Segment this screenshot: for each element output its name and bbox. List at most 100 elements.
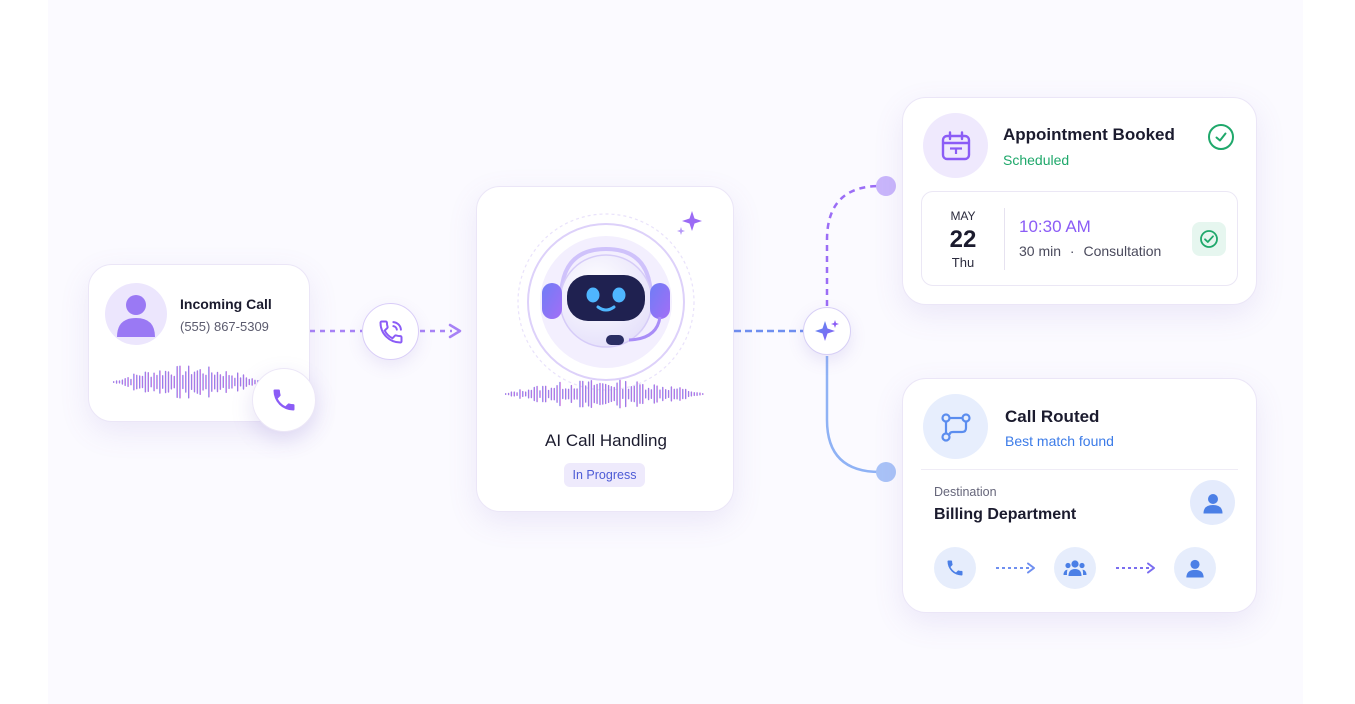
waveform-bar <box>510 391 513 397</box>
waveform-bar <box>539 390 541 398</box>
waveform-bar <box>542 385 544 403</box>
connector-branch-to-routed <box>825 356 881 474</box>
waveform-bar <box>579 380 581 408</box>
waveform-bar <box>687 390 690 398</box>
calendar-badge <box>923 113 988 178</box>
waveform-bar <box>196 370 199 394</box>
waveform-bar <box>576 388 578 400</box>
waveform-bar <box>642 383 644 405</box>
appointment-time: 10:30 AM <box>1019 217 1091 236</box>
node-routed <box>876 462 896 482</box>
user-icon <box>1203 493 1222 513</box>
waveform-bar <box>622 388 624 400</box>
waveform-bar <box>607 384 610 404</box>
waveform-bar <box>553 387 555 401</box>
waveform-bar <box>231 375 233 389</box>
caller-avatar <box>105 283 167 345</box>
waveform-bar <box>702 393 704 395</box>
waveform-bar <box>225 371 227 393</box>
waveform-bar <box>214 374 216 390</box>
waveform-bar <box>565 388 567 400</box>
phone-icon <box>947 560 963 576</box>
waveform-bar <box>670 386 673 402</box>
appointment-day: 22 <box>949 226 977 253</box>
waveform-bar <box>665 389 667 400</box>
waveform-bar <box>193 371 196 393</box>
waveform-bar <box>610 386 613 403</box>
route-step-phone <box>934 547 976 589</box>
waveform-bar <box>222 375 224 388</box>
waveform-bar <box>239 377 242 387</box>
call-transfer-node <box>362 303 419 360</box>
waveform-bar <box>679 387 681 401</box>
waveform-bar <box>527 389 530 399</box>
appointment-confirmed-icon <box>1208 124 1234 150</box>
waveform-bar <box>118 380 121 384</box>
waveform-bar <box>690 391 693 397</box>
waveform-bar <box>139 375 141 389</box>
route-badge <box>923 394 988 459</box>
waveform-bar <box>685 388 687 400</box>
waveform-bar <box>573 388 575 400</box>
waveform-bar <box>599 382 601 406</box>
decision-node <box>803 307 851 355</box>
user-icon <box>117 295 155 337</box>
caller-number: (555) 867-5309 <box>180 319 269 334</box>
appointment-meta: 30 min · Consultation <box>1019 243 1161 259</box>
ai-waveform <box>505 379 704 409</box>
waveform-bar <box>559 381 561 407</box>
route-step-team <box>1054 547 1096 589</box>
destination-label: Destination <box>934 485 997 499</box>
waveform-bar <box>536 385 538 403</box>
waveform-bar <box>211 372 213 392</box>
waveform-bar <box>182 374 184 390</box>
waveform-bar <box>516 392 518 396</box>
appointment-details-box: MAY 22 Thu 10:30 AM 30 min · Consultatio… <box>921 191 1238 286</box>
waveform-bar <box>627 388 630 400</box>
phone-ring-icon <box>379 320 402 343</box>
waveform-bar <box>613 386 615 402</box>
answer-call-button[interactable] <box>252 368 316 432</box>
arrow-head <box>448 323 462 339</box>
waveform-bar <box>115 380 118 384</box>
waveform-bar <box>164 370 167 394</box>
ai-status-badge: In Progress <box>564 463 645 487</box>
waveform-bar <box>673 388 675 400</box>
waveform-bar <box>682 388 684 400</box>
arrow-icon <box>996 562 1035 574</box>
check-icon <box>1215 132 1227 142</box>
waveform-bar <box>570 384 573 403</box>
waveform-bar <box>519 389 521 399</box>
waveform-bar <box>533 386 535 402</box>
waveform-bar <box>251 378 253 386</box>
waveform-bar <box>550 387 553 401</box>
waveform-bar <box>228 374 230 390</box>
waveform-bar <box>522 390 524 398</box>
waveform-bar <box>199 369 201 395</box>
waveform-bar <box>605 383 607 405</box>
waveform-bar <box>525 391 527 397</box>
waveform-bar <box>179 365 181 399</box>
waveform-bar <box>234 377 236 387</box>
waveform-bar <box>133 373 135 391</box>
routed-status: Best match found <box>1005 433 1114 449</box>
route-step-agent <box>1174 547 1216 589</box>
waveform-bar <box>630 386 633 402</box>
user-icon <box>1186 559 1204 578</box>
waveform-bar <box>190 374 193 390</box>
incoming-waveform <box>113 365 262 399</box>
waveform-bar <box>696 392 698 396</box>
divider <box>1004 208 1005 270</box>
waveform-bar <box>185 371 187 393</box>
waveform-bar <box>647 387 650 401</box>
sparkle-icon <box>677 211 702 235</box>
waveform-bar <box>585 385 587 403</box>
connector-branch-to-appointment <box>825 184 881 306</box>
waveform-bar <box>124 378 126 387</box>
appointment-weekday: Thu <box>951 255 975 270</box>
waveform-bar <box>219 374 222 390</box>
waveform-bar <box>513 391 515 397</box>
waveform-bar <box>653 384 655 404</box>
waveform-bar <box>619 379 621 409</box>
